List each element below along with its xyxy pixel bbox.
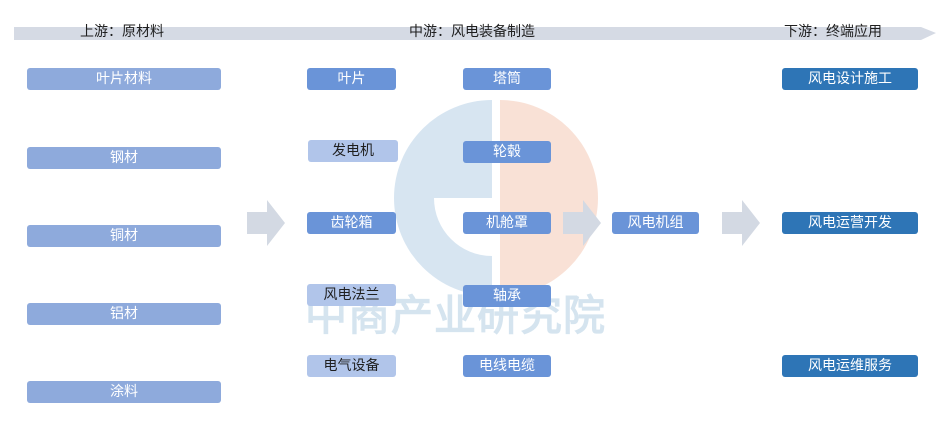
midstream-part-nacelle-cover: 机舱罩 [463,212,551,234]
downstream-app-maintenance-service: 风电运维服务 [782,355,918,377]
midstream-part-flange: 风电法兰 [307,284,396,306]
midstream-part-generator: 发电机 [308,140,398,162]
header-arrow-shape [14,27,936,40]
flow-arrow-assembly-to-downstream [722,200,760,246]
downstream-app-operation-development: 风电运营开发 [782,212,918,234]
upstream-material-steel: 钢材 [27,147,221,169]
midstream-part-electrical: 电气设备 [307,355,396,377]
midstream-part-hub: 轮毂 [463,141,551,163]
watermark-logo-left-half [394,100,492,296]
midstream-part-blade: 叶片 [307,68,396,90]
flow-arrow-upstream-to-midstream [247,200,285,246]
flow-arrow-parts-to-assembly [563,200,601,246]
upstream-material-blade: 叶片材料 [27,68,221,90]
downstream-app-design-construction: 风电设计施工 [782,68,918,90]
wind-turbine-assembly: 风电机组 [612,212,699,234]
upstream-material-copper: 铜材 [27,225,221,247]
upstream-stage-label: 上游：原材料 [80,24,164,40]
downstream-stage-label: 下游：终端应用 [784,24,882,40]
midstream-stage-label: 中游：风电装备制造 [409,24,535,40]
upstream-material-coating: 涂料 [27,381,221,403]
header-arrow-band [14,27,936,40]
midstream-part-tower: 塔筒 [463,68,551,90]
watermark-logo-right-half [500,100,598,296]
midstream-part-gearbox: 齿轮箱 [307,212,396,234]
upstream-material-aluminum: 铝材 [27,303,221,325]
midstream-part-bearing: 轴承 [463,285,551,307]
midstream-part-cable: 电线电缆 [463,355,551,377]
